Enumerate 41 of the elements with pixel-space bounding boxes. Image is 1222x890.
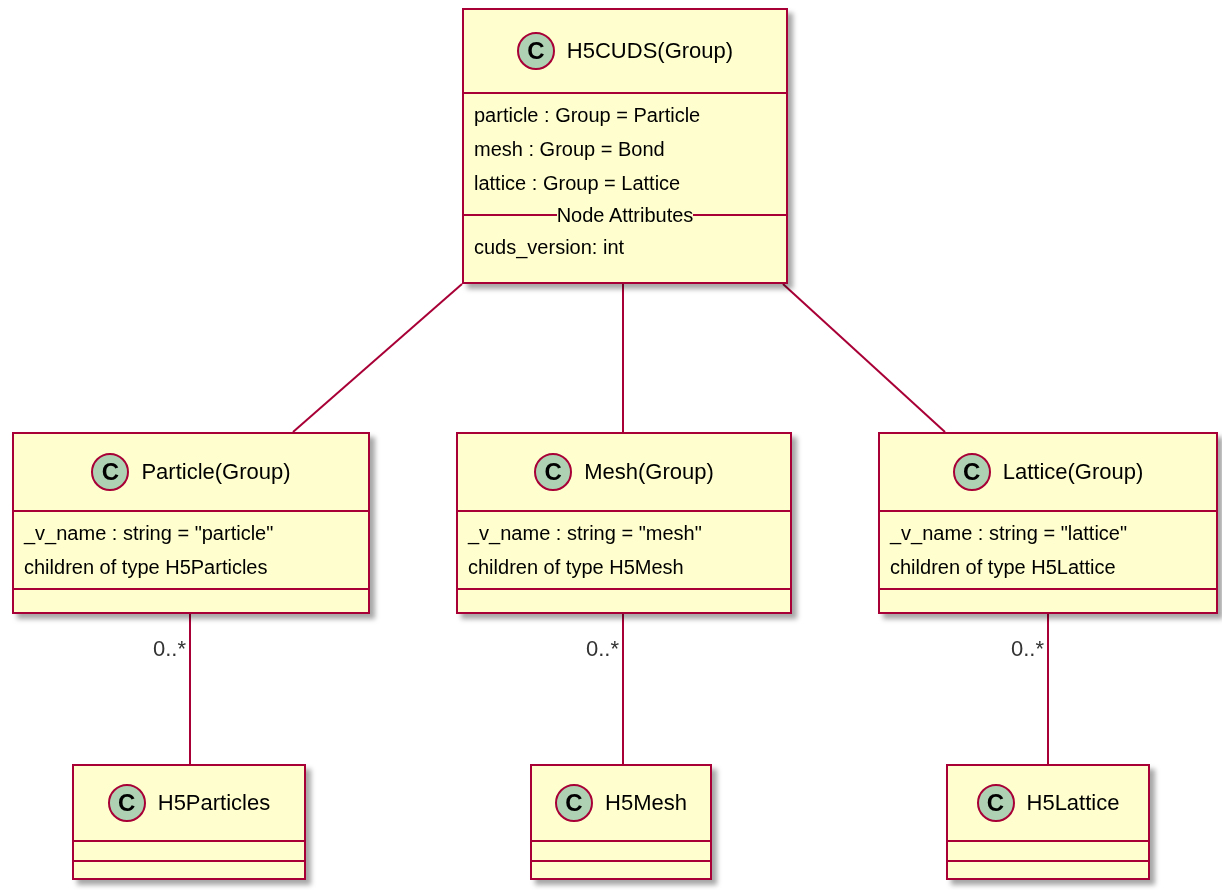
class-marker: C bbox=[555, 784, 594, 822]
attribute-text: mesh : Group = Bond bbox=[474, 137, 666, 162]
class-name: Mesh(Group) bbox=[584, 459, 714, 485]
class-marker: C bbox=[516, 32, 555, 70]
attribute-text: lattice : Group = Lattice bbox=[474, 171, 682, 196]
class-name: H5Particles bbox=[157, 790, 271, 816]
class-box bbox=[456, 432, 792, 614]
association-line bbox=[189, 613, 191, 765]
class-marker: C bbox=[91, 453, 130, 491]
multiplicity-label: 0..* bbox=[585, 636, 619, 662]
class-marker: C bbox=[534, 453, 573, 491]
class-name: H5Mesh bbox=[605, 790, 687, 816]
class-marker: C bbox=[976, 784, 1015, 822]
attribute-text: _v_name : string = "mesh" bbox=[468, 521, 703, 547]
section-label: Node Attributes bbox=[556, 203, 694, 228]
class-box bbox=[72, 764, 306, 880]
attribute-text: children of type H5Mesh bbox=[468, 555, 685, 580]
multiplicity-label: 0..* bbox=[152, 636, 186, 662]
association-line bbox=[782, 283, 946, 433]
class-name: Particle(Group) bbox=[141, 459, 291, 485]
attribute-text: _v_name : string = "particle" bbox=[24, 521, 275, 547]
class-box bbox=[530, 764, 712, 880]
class-box bbox=[878, 432, 1218, 614]
class-box bbox=[946, 764, 1150, 880]
class-marker: C bbox=[107, 784, 146, 822]
attribute-text: children of type H5Particles bbox=[24, 555, 269, 580]
class-name: H5CUDS(Group) bbox=[566, 38, 734, 64]
class-box bbox=[462, 8, 788, 284]
association-line bbox=[1047, 613, 1049, 765]
class-marker: C bbox=[952, 453, 991, 491]
association-line bbox=[622, 613, 624, 765]
class-box bbox=[12, 432, 370, 614]
association-line bbox=[622, 283, 624, 433]
attribute-text: cuds_version: int bbox=[474, 235, 626, 261]
attribute-text: _v_name : string = "lattice" bbox=[890, 521, 1129, 547]
multiplicity-label: 0..* bbox=[1010, 636, 1044, 662]
association-line bbox=[292, 283, 463, 433]
attribute-text: children of type H5Lattice bbox=[890, 555, 1117, 580]
attribute-text: particle : Group = Particle bbox=[474, 103, 702, 128]
class-name: H5Lattice bbox=[1026, 790, 1120, 816]
class-name: Lattice(Group) bbox=[1002, 459, 1144, 485]
